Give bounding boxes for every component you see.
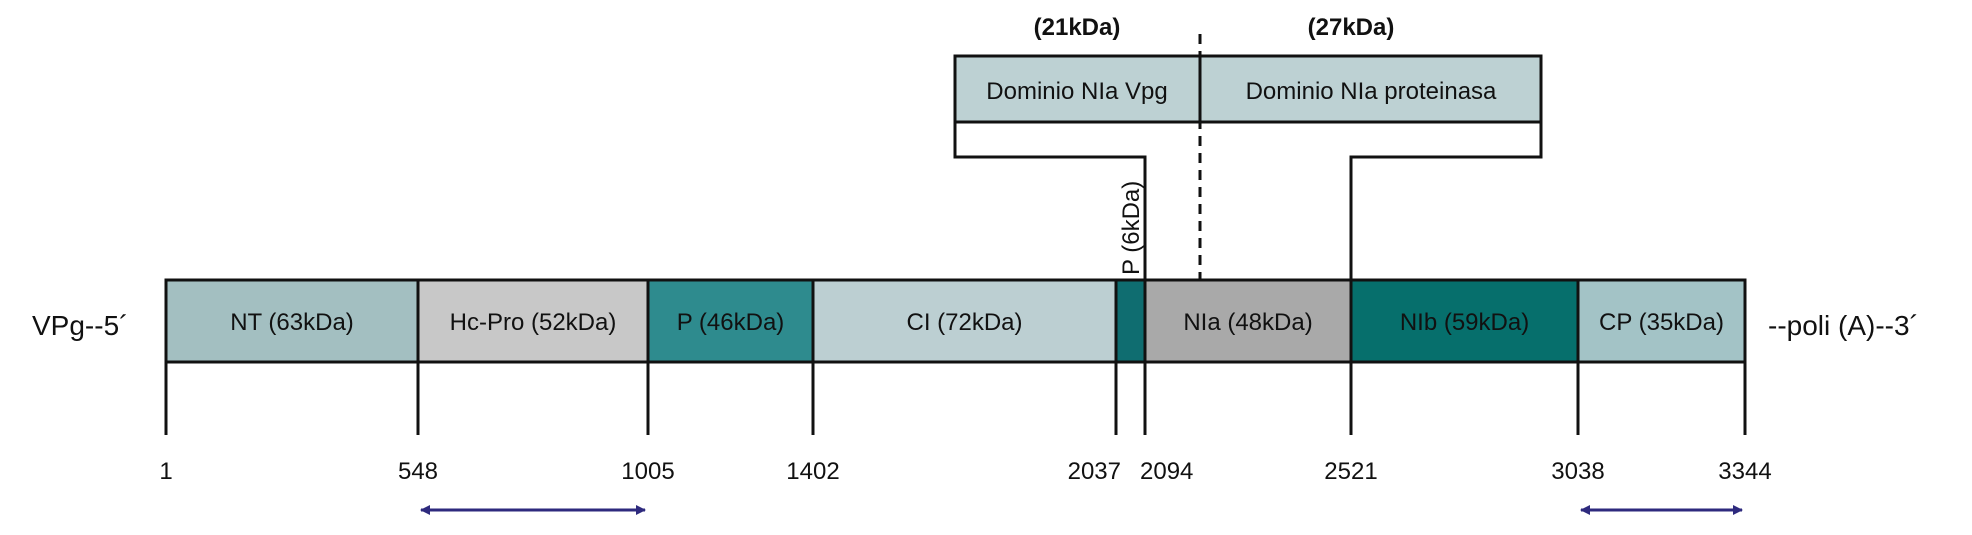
genome-segment-1 xyxy=(416,278,650,364)
p6k-label: P (6kDa) xyxy=(1118,181,1145,275)
nia-bracket-line xyxy=(953,122,1147,280)
genome-segment-4 xyxy=(1114,278,1147,364)
genome-segment-2 xyxy=(646,278,815,364)
nia-proteinase-mass-label: (27kDa) xyxy=(1308,14,1395,41)
five-prime-end-label: VPg--5´ xyxy=(32,310,128,341)
genome-segment-label-0: NT (63kDa) xyxy=(230,309,354,336)
genome-segment-label-7: CP (35kDa) xyxy=(1599,309,1724,336)
nia-vpg-domain-label: Dominio NIa Vpg xyxy=(986,78,1167,105)
genome-segment-label-6: NIb (59kDa) xyxy=(1400,309,1529,336)
genome-segment-7 xyxy=(1576,278,1747,364)
genome-segment-5 xyxy=(1143,278,1353,364)
nia-bracket-line-right xyxy=(1349,122,1543,280)
genome-segment-6 xyxy=(1349,278,1580,364)
nia-vpg-mass-label: (21kDa) xyxy=(1034,14,1121,41)
position-label-1005: 1005 xyxy=(621,458,674,485)
position-label-548: 548 xyxy=(398,458,438,485)
position-label-1402: 1402 xyxy=(786,458,839,485)
genome-segment-label-5: NIa (48kDa) xyxy=(1183,309,1312,336)
position-label-2037: 2037 xyxy=(1068,458,1121,485)
nia-proteinase-domain-label: Dominio NIa proteinasa xyxy=(1246,78,1497,105)
position-ticks: 1 548 1005 1402 2037 2094 2521 3038 3344 xyxy=(159,362,1772,485)
three-prime-end-label: --poli (A)--3´ xyxy=(1768,310,1919,341)
genome-segment-label-1: Hc-Pro (52kDa) xyxy=(450,309,617,336)
position-label-2094: 2094 xyxy=(1140,458,1193,485)
position-label-1: 1 xyxy=(159,458,172,485)
genome-segment-label-2: P (46kDa) xyxy=(677,309,785,336)
genome-segment-label-3: CI (72kDa) xyxy=(906,309,1022,336)
position-label-2521: 2521 xyxy=(1324,458,1377,485)
genome-segments: NT (63kDa) Hc-Pro (52kDa) P (46kDa) CI (72k… xyxy=(164,278,1747,364)
nia-domain-expansion: Dominio NIa Vpg Dominio NIa proteinasa (… xyxy=(953,14,1543,280)
position-label-3344: 3344 xyxy=(1718,458,1771,485)
position-label-3038: 3038 xyxy=(1551,458,1604,485)
genome-segment-0 xyxy=(164,278,420,364)
